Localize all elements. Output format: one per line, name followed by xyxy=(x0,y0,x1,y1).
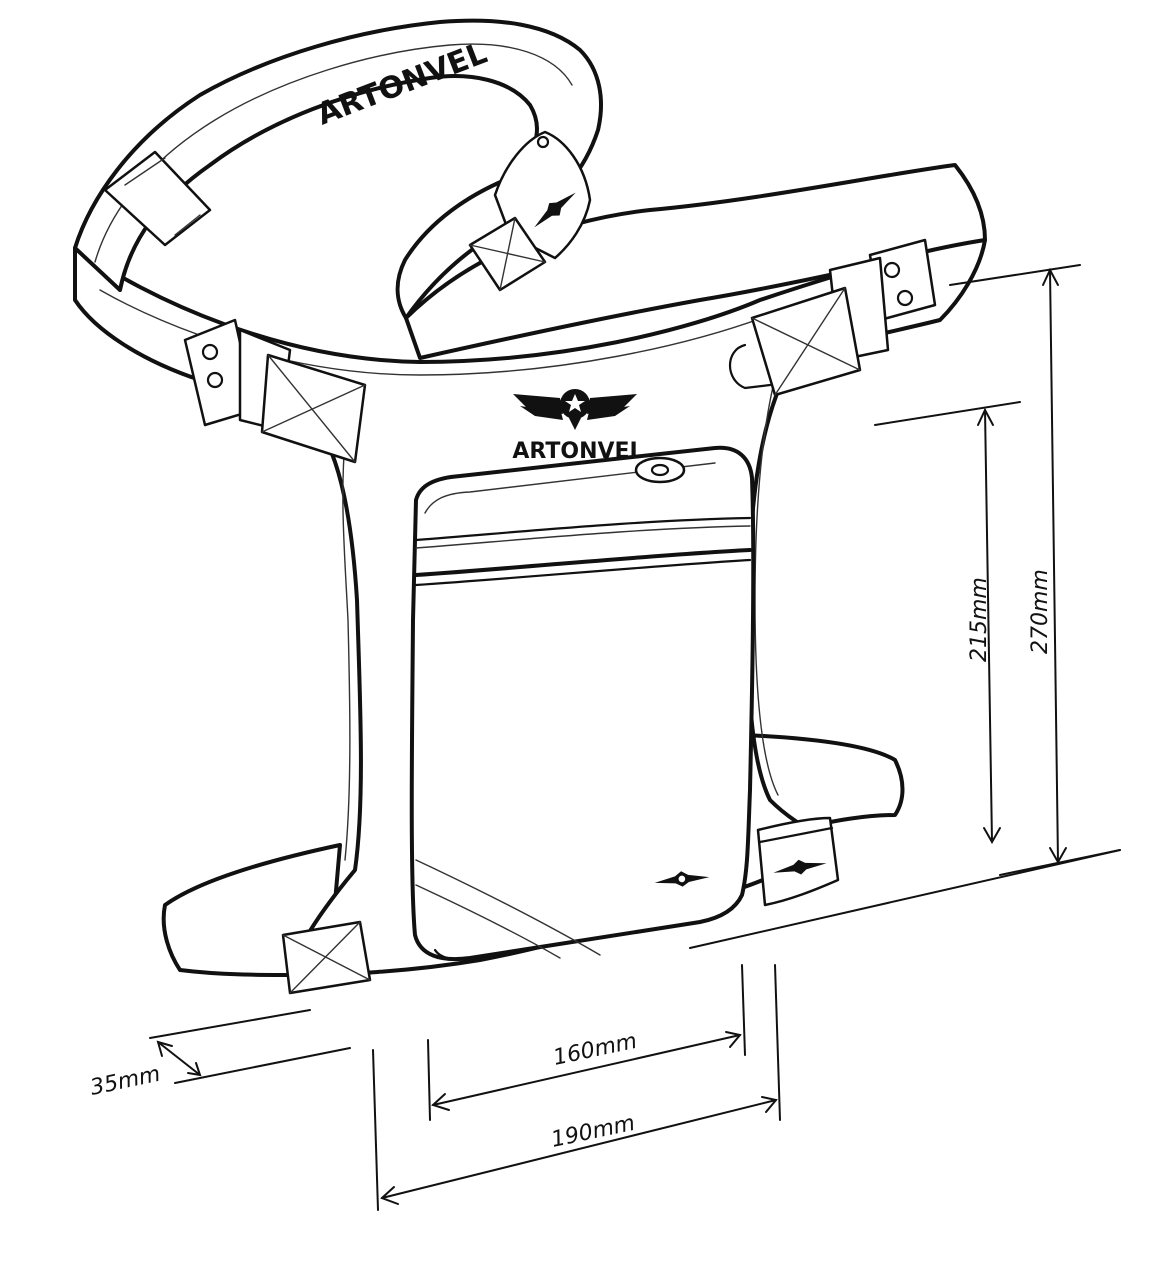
thigh-buckle-right[interactable] xyxy=(756,816,840,907)
dimension-label-160mm: 160mm xyxy=(551,1029,639,1071)
dimension-160mm: 160mm xyxy=(427,964,746,1121)
dimension-label-270mm: 270mm xyxy=(1028,569,1053,654)
pocket-wing-logo-icon xyxy=(654,871,710,887)
waist-strap-back xyxy=(404,163,987,360)
ground-perspective-line xyxy=(689,849,1121,949)
pocket-snap-button[interactable] xyxy=(634,456,686,484)
buckle-wing-logo-icon xyxy=(773,859,827,875)
wing-logo-icon xyxy=(534,192,576,228)
strap-buckle-top-left[interactable] xyxy=(103,150,212,247)
wing-star-emblem-icon xyxy=(513,389,637,430)
front-pocket xyxy=(409,445,756,962)
strap-buckle-left[interactable] xyxy=(183,318,367,464)
dimension-35mm: 35mm xyxy=(88,1009,351,1101)
strap-keeper-top[interactable] xyxy=(468,216,547,292)
dimension-270mm: 270mm xyxy=(949,264,1121,876)
dimension-215mm: 215mm xyxy=(874,401,1021,845)
thigh-keeper-left[interactable] xyxy=(281,920,372,995)
dimension-label-190mm: 190mm xyxy=(549,1111,637,1153)
dimension-190mm: 190mm xyxy=(372,964,781,1211)
strap-buckle-right[interactable] xyxy=(729,238,937,397)
dimension-label-35mm: 35mm xyxy=(88,1062,163,1101)
dimension-label-215mm: 215mm xyxy=(967,577,992,662)
